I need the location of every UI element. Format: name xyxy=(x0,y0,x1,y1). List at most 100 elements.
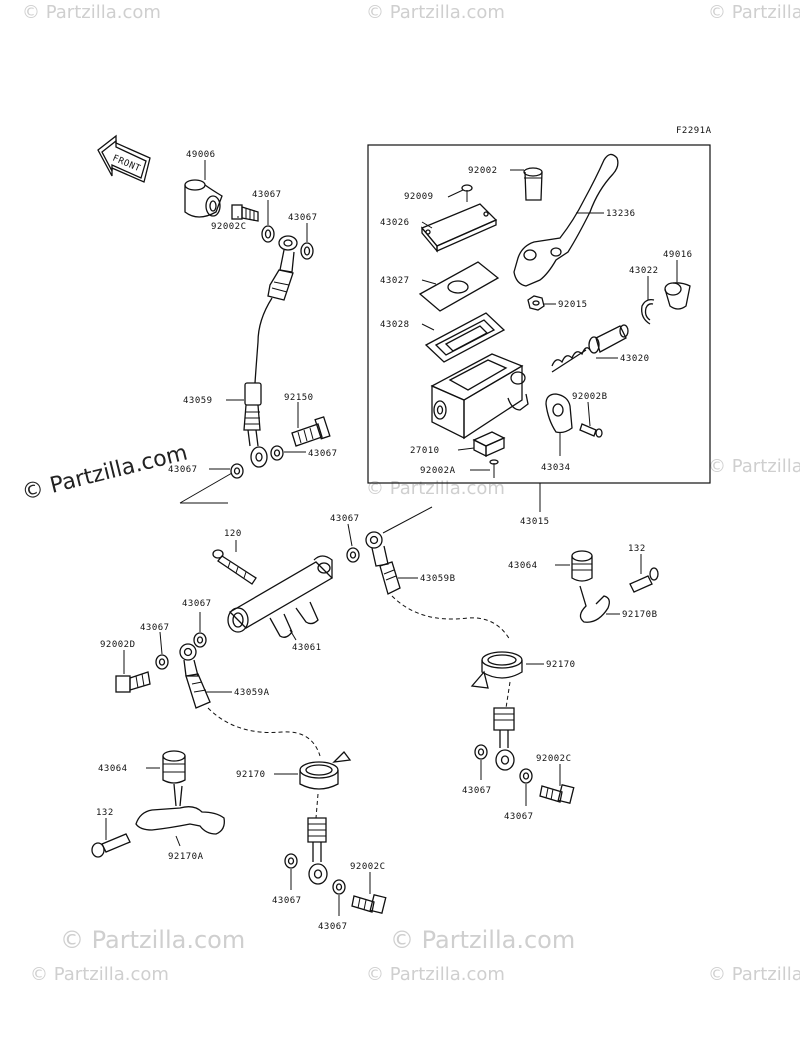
part-label: 43059A xyxy=(234,688,270,698)
part-43028-diaphragm[interactable] xyxy=(424,312,506,363)
part-caliper-hose-fitting[interactable] xyxy=(307,817,328,885)
part-92002b-clamp-bolt[interactable] xyxy=(579,423,603,438)
part-43067-washer[interactable] xyxy=(270,445,284,461)
part-label: 92170B xyxy=(622,610,658,620)
watermark-faint: © Partzilla.com xyxy=(22,2,161,23)
part-49016-boot[interactable] xyxy=(664,282,691,310)
part-49006-clamp[interactable] xyxy=(184,179,223,218)
part-92002c-banjo-bolt[interactable] xyxy=(539,783,575,805)
part-label: 132 xyxy=(96,808,114,818)
part-43059-hose-lower-fitting[interactable] xyxy=(243,382,268,468)
part-43022-circlip[interactable] xyxy=(641,298,655,325)
part-label: 49006 xyxy=(186,150,216,160)
part-43034-clamp-holder[interactable] xyxy=(545,393,573,434)
part-label: 43028 xyxy=(380,320,410,330)
watermark-faint: © Partzilla.com xyxy=(708,456,800,477)
part-label: 43020 xyxy=(620,354,650,364)
part-43059-hose-upper-fitting[interactable] xyxy=(267,235,298,301)
part-label: 43061 xyxy=(292,643,322,653)
part-92002c-banjo-bolt[interactable] xyxy=(351,893,387,915)
brake-hose-line xyxy=(505,681,511,709)
part-label: 43067 xyxy=(182,599,212,609)
part-caliper-hose-fitting[interactable] xyxy=(493,707,515,771)
part-43067-washer[interactable] xyxy=(519,768,533,784)
watermark-faint: © Partzilla.com xyxy=(366,2,505,23)
part-label: 43064 xyxy=(508,561,538,571)
part-92002a-screw[interactable] xyxy=(489,459,499,478)
part-92015-nut[interactable] xyxy=(527,295,545,311)
front-arrow-icon: FRONT xyxy=(97,134,151,183)
part-label: 43067 xyxy=(462,786,492,796)
part-label: 92150 xyxy=(284,393,314,403)
figure-ref-code: F2291A xyxy=(676,126,712,136)
part-label: 43067 xyxy=(168,465,198,475)
part-43064-grommet[interactable] xyxy=(162,750,186,784)
part-43067-washer[interactable] xyxy=(332,879,346,895)
watermark-layer: © Partzilla.com © Partzilla.com © Partzi… xyxy=(19,2,800,985)
part-label: 43022 xyxy=(629,266,659,276)
part-43067-washer[interactable] xyxy=(474,744,488,760)
part-43067-washer[interactable] xyxy=(230,463,244,479)
part-label: 43067 xyxy=(330,514,360,524)
brake-hose-line xyxy=(391,595,511,641)
part-label: 43067 xyxy=(252,190,282,200)
part-92170-clamp[interactable] xyxy=(470,651,523,689)
part-92150-bolt[interactable] xyxy=(291,416,331,447)
part-43059b-hose-fitting[interactable] xyxy=(365,531,401,595)
part-label: 92170A xyxy=(168,852,204,862)
part-27010-switch[interactable] xyxy=(472,431,506,458)
leader-lines xyxy=(105,160,678,916)
part-43067-washer[interactable] xyxy=(155,654,169,670)
part-label: 43064 xyxy=(98,764,128,774)
part-label: 43067 xyxy=(288,213,318,223)
part-43064-grommet[interactable] xyxy=(571,550,593,582)
part-92170-clamp[interactable] xyxy=(299,751,352,790)
part-label: 43067 xyxy=(140,623,170,633)
part-label: 43034 xyxy=(541,463,571,473)
part-43067-washer[interactable] xyxy=(193,632,207,648)
part-43067-washer[interactable] xyxy=(284,853,298,869)
part-43027-diaphragm-plate[interactable] xyxy=(418,261,500,312)
part-master-cylinder-body[interactable] xyxy=(430,353,529,440)
part-label: 43059 xyxy=(183,396,213,406)
part-label: 92002C xyxy=(536,754,572,764)
part-label: 92002 xyxy=(468,166,498,176)
brake-hose-line xyxy=(254,297,273,384)
part-92009-screw[interactable] xyxy=(461,184,473,202)
part-label: 92002A xyxy=(420,466,456,476)
part-label: 92002C xyxy=(211,222,247,232)
part-43059a-hose-fitting[interactable] xyxy=(179,643,211,709)
part-label: 43059B xyxy=(420,574,456,584)
part-120-bolt[interactable] xyxy=(212,549,257,585)
watermark-faint: © Partzilla.com xyxy=(390,926,575,954)
part-label: 43067 xyxy=(272,896,302,906)
watermark-faint: © Partzilla.com xyxy=(60,926,245,954)
part-92002d-banjo-bolt[interactable] xyxy=(115,671,151,693)
part-92002-pivot-bolt[interactable] xyxy=(523,167,543,201)
part-label: 43067 xyxy=(504,812,534,822)
part-label: 132 xyxy=(628,544,646,554)
part-132-bolt[interactable] xyxy=(629,567,659,593)
part-label: 43027 xyxy=(380,276,410,286)
part-label: 43026 xyxy=(380,218,410,228)
part-label: 43067 xyxy=(318,922,348,932)
part-label: 49016 xyxy=(663,250,693,260)
part-43067-washer[interactable] xyxy=(261,225,275,243)
part-92170a-clamp[interactable] xyxy=(135,783,225,835)
part-43067-washer[interactable] xyxy=(346,547,360,563)
part-92002c-banjo-bolt[interactable] xyxy=(231,204,259,222)
part-label: 43015 xyxy=(520,517,550,527)
part-label: 92009 xyxy=(404,192,434,202)
master-cylinder-assembly-frame xyxy=(367,144,711,484)
watermark-faint: © Partzilla.com xyxy=(708,964,800,985)
watermark-faint: © Partzilla.com xyxy=(366,964,505,985)
part-label: 92170 xyxy=(236,770,266,780)
part-132-bolt[interactable] xyxy=(91,833,131,858)
part-43020-piston-kit[interactable] xyxy=(551,324,629,373)
part-43061-brake-hose-joint[interactable] xyxy=(227,555,334,638)
part-92170b-clamp[interactable] xyxy=(579,585,610,623)
part-43026-reservoir-cap[interactable] xyxy=(420,203,498,253)
part-13236-brake-lever[interactable] xyxy=(513,153,619,287)
part-label: 92002B xyxy=(572,392,608,402)
part-43067-washer[interactable] xyxy=(300,242,314,260)
